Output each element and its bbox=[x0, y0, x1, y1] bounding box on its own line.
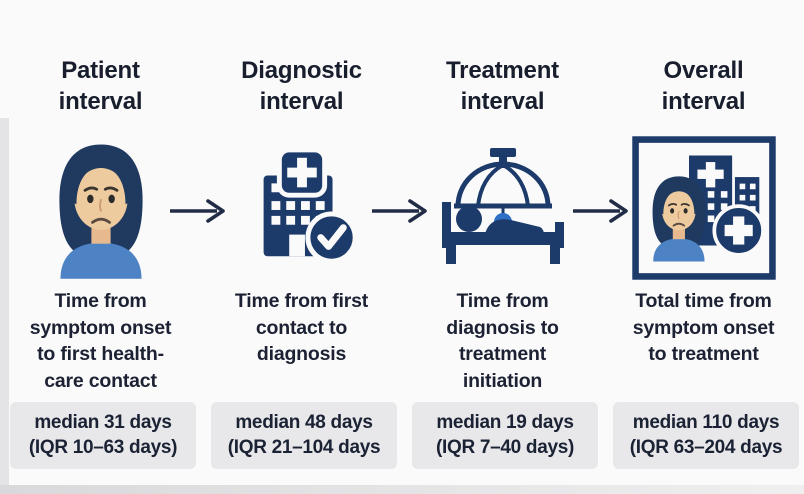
interval-columns: Patient interval Time from symptom onset… bbox=[0, 0, 804, 470]
patient-hospital-framed-icon bbox=[613, 132, 794, 284]
column-title: Diagnostic interval bbox=[241, 57, 362, 115]
interval-column-diagnostic: Diagnostic interval Time from first cont… bbox=[201, 0, 402, 470]
iqr-value: (IQR 21–104 days bbox=[227, 437, 381, 459]
iqr-value: (IQR 7–40 days) bbox=[435, 437, 575, 459]
median-iqr-box: median 19 days (IQR 7–40 days) bbox=[412, 402, 598, 470]
interval-column-treatment: Treatment interval Time from diagnosis t… bbox=[402, 0, 603, 470]
median-value: median 31 days bbox=[34, 412, 172, 433]
median-value: median 19 days bbox=[436, 412, 574, 433]
median-iqr-box: median 48 days (IQR 21–104 days bbox=[211, 402, 397, 470]
column-description: Time from first contact to diagnosis bbox=[234, 290, 369, 366]
iqr-value: (IQR 63–204 days bbox=[629, 437, 783, 459]
median-value: median 48 days bbox=[235, 412, 373, 433]
patient-woman-icon bbox=[10, 132, 191, 284]
interval-column-overall: Overall interval Total time from symptom… bbox=[603, 0, 804, 470]
iqr-value: (IQR 10–63 days) bbox=[28, 437, 178, 459]
column-description: Time from symptom onset to first health-… bbox=[29, 290, 172, 393]
right-arrow-icon bbox=[369, 196, 435, 226]
median-value: median 110 days bbox=[632, 412, 780, 433]
hospital-bed-canopy-icon bbox=[412, 132, 593, 284]
median-iqr-box: median 31 days (IQR 10–63 days) bbox=[10, 402, 196, 470]
column-description: Time from diagnosis to treatment initiat… bbox=[446, 290, 559, 393]
column-title: Overall interval bbox=[661, 57, 746, 115]
column-title: Patient interval bbox=[58, 57, 143, 115]
interval-column-patient: Patient interval Time from symptom onset… bbox=[0, 0, 201, 470]
hospital-check-icon bbox=[211, 132, 392, 284]
column-description: Total time from symptom onset to treatme… bbox=[632, 290, 775, 366]
column-title: Treatment interval bbox=[446, 57, 559, 115]
median-iqr-box: median 110 days (IQR 63–204 days bbox=[613, 402, 799, 470]
right-arrow-icon bbox=[570, 196, 636, 226]
left-edge-strip bbox=[0, 118, 9, 494]
bottom-edge-strip bbox=[0, 485, 804, 494]
right-arrow-icon bbox=[167, 196, 233, 226]
